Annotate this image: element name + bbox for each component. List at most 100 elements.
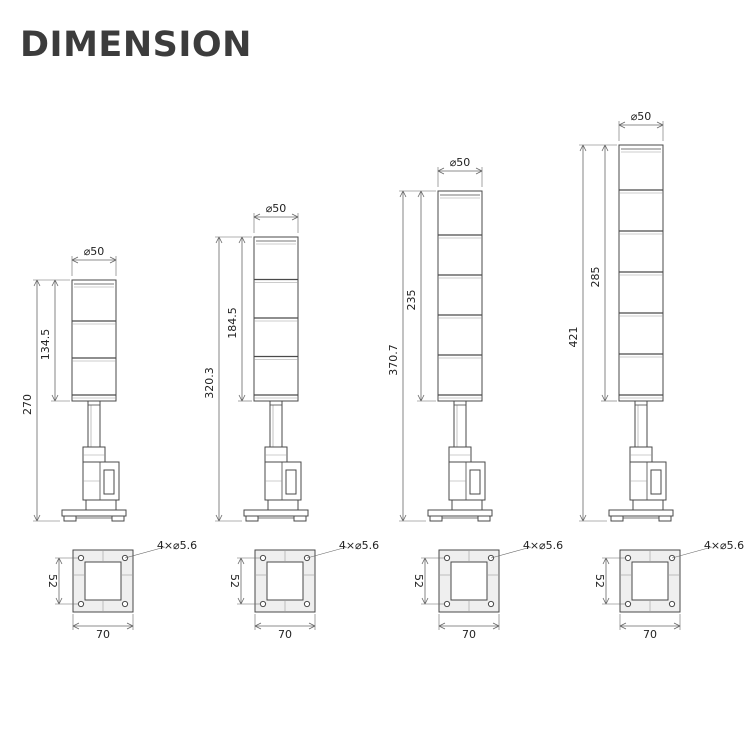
dimension-arrow [618, 121, 626, 129]
dimension-arrow [72, 622, 80, 630]
mounting-hole [668, 600, 676, 608]
hole-callout-label: 4×⌀5.6 [523, 539, 563, 552]
base-plate-inner [266, 561, 304, 601]
dimension-arrow [475, 167, 483, 175]
bracket-neck [85, 499, 117, 511]
dimension-arrow [601, 394, 609, 402]
dimension-arrow [656, 121, 664, 129]
base-width-label: 70 [96, 628, 110, 641]
body-height-label: 184.5 [226, 307, 239, 339]
dimension-arrow [602, 597, 610, 605]
base-height-label: 52 [593, 574, 606, 588]
dimension-arrow [437, 167, 445, 175]
bracket-window [285, 469, 297, 495]
dimension-arrow [51, 394, 59, 402]
foot-plate [61, 509, 127, 517]
dimension-arrow [33, 514, 41, 522]
leader-line [671, 546, 713, 559]
dimension-arrow [579, 144, 587, 152]
foot-pad [111, 515, 125, 522]
mounting-hole [443, 554, 451, 562]
tower-body [437, 190, 483, 402]
foot-pad [429, 515, 443, 522]
base-width-label: 70 [462, 628, 476, 641]
bracket-window [469, 469, 481, 495]
foot-pad [293, 515, 307, 522]
bracket-neck [451, 499, 483, 511]
foot-pad [658, 515, 672, 522]
diameter-label: ⌀50 [450, 156, 471, 169]
dimension-arrow [109, 256, 117, 264]
dimension-arrow [308, 622, 316, 630]
dimension-arrow [421, 597, 429, 605]
page-title: DIMENSION [20, 25, 252, 65]
dimension-arrow [51, 279, 59, 287]
hole-callout-label: 4×⌀5.6 [339, 539, 379, 552]
mounting-hole [443, 600, 451, 608]
dimension-arrow [126, 622, 134, 630]
body-height-label: 285 [589, 267, 602, 288]
foot-pad [477, 515, 491, 522]
base-plate-view: 4×⌀5.6 70 52 [593, 539, 744, 641]
body-height-label: 235 [405, 290, 418, 311]
mounting-hole [77, 554, 85, 562]
tower-unit-3tier: ⌀50 270 134.5 [21, 245, 127, 522]
mounting-hole [303, 600, 311, 608]
foot-pad [63, 515, 77, 522]
dimension-arrow [215, 514, 223, 522]
dimension-arrow [71, 256, 79, 264]
dimension-arrow [33, 279, 41, 287]
dimension-arrow [55, 597, 63, 605]
leader-line [124, 546, 166, 559]
foot-pad [610, 515, 624, 522]
dimension-arrow [237, 597, 245, 605]
tower-body [253, 236, 299, 402]
dimension-arrow [55, 557, 63, 565]
total-height-label: 320.3 [203, 367, 216, 399]
dimension-arrow [254, 622, 262, 630]
mounting-hole [624, 554, 632, 562]
base-height-label: 52 [228, 574, 241, 588]
diameter-label: ⌀50 [84, 245, 105, 258]
dimension-arrow [399, 514, 407, 522]
dimension-arrow [238, 394, 246, 402]
diameter-label: ⌀50 [266, 202, 287, 215]
base-width-label: 70 [643, 628, 657, 641]
mounting-hole [259, 600, 267, 608]
total-height-label: 370.7 [387, 344, 400, 376]
dimension-arrow [602, 557, 610, 565]
hole-callout-label: 4×⌀5.6 [704, 539, 744, 552]
mounting-hole [624, 600, 632, 608]
bracket-window [650, 469, 662, 495]
foot-plate [427, 509, 493, 517]
dimension-arrow [253, 213, 261, 221]
bracket-neck [632, 499, 664, 511]
total-height-label: 270 [21, 394, 34, 415]
bracket-window [103, 469, 115, 495]
dimension-arrow [601, 144, 609, 152]
leader-line [490, 546, 532, 559]
hole-callout-label: 4×⌀5.6 [157, 539, 197, 552]
total-height-label: 421 [567, 327, 580, 348]
dimension-arrow [421, 557, 429, 565]
foot-plate [608, 509, 674, 517]
base-plate-inner [450, 561, 488, 601]
mounting-hole [121, 600, 129, 608]
base-plate-inner [631, 561, 669, 601]
dimension-arrow [238, 236, 246, 244]
dimension-arrow [438, 622, 446, 630]
dimension-arrow [673, 622, 681, 630]
mounting-hole [77, 600, 85, 608]
tower-body [618, 144, 664, 402]
dimension-arrow [492, 622, 500, 630]
base-width-label: 70 [278, 628, 292, 641]
dimension-arrow [291, 213, 299, 221]
foot-pad [245, 515, 259, 522]
base-plate-view: 4×⌀5.6 70 52 [228, 539, 379, 641]
dimension-arrow [237, 557, 245, 565]
body-height-label: 134.5 [39, 329, 52, 361]
dimension-arrow [417, 190, 425, 198]
